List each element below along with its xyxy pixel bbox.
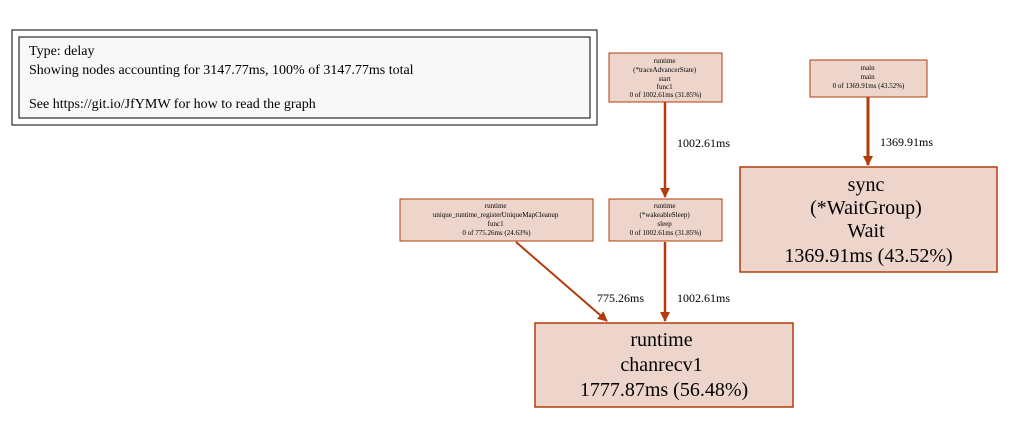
edge-sleep-to-chanrecv[interactable]: 1002.61ms — [660, 242, 730, 322]
edge-label: 1002.61ms — [677, 136, 730, 150]
node-line: runtime — [485, 202, 507, 210]
legend-help-line: See https://git.io/JfYMW for how to read… — [29, 97, 316, 112]
svg-text:sync (*WaitGroup): sync (*WaitGroup) Wait 1369.91ms (43.52%… — [784, 174, 952, 267]
node-line: sleep — [657, 220, 672, 228]
node-line: 0 of 1002.61ms (31.85%) — [630, 229, 702, 237]
node-line: func1 — [657, 83, 673, 91]
svg-text:runtime chanrecv1: runtime chanrecv1 1777.87ms (56.48%) — [580, 329, 748, 401]
edge-main-to-wait[interactable]: 1369.91ms — [863, 97, 933, 166]
node-chanrecv1[interactable]: runtime chanrecv1 1777.87ms (56.48%) — [534, 322, 794, 408]
svg-text:main main 0 of 136: main main 0 of 1369.91ms (43.52%) — [833, 64, 905, 90]
node-line: (*traceAdvancerState) — [633, 66, 697, 74]
node-wakeable-sleep[interactable]: runtime (*wakeableSleep) sleep 0 of 1002… — [608, 198, 723, 242]
node-line: 1369.91ms (43.52%) — [784, 245, 952, 267]
node-main-main[interactable]: main main 0 of 1369.91ms (43.52%) — [809, 59, 928, 98]
node-line: unique_runtime_registerUniqueMapCleanup — [433, 211, 559, 219]
node-unique-map-cleanup[interactable]: runtime unique_runtime_registerUniqueMap… — [399, 198, 594, 242]
edge-label: 1002.61ms — [677, 291, 730, 305]
node-line: func1 — [488, 220, 504, 228]
node-line: runtime — [630, 329, 692, 351]
edge-unique-to-chanrecv[interactable]: 775.26ms — [515, 241, 644, 322]
edge-trace-to-sleep[interactable]: 1002.61ms — [660, 102, 730, 198]
node-trace-advancer-start[interactable]: runtime (*traceAdvancerState) start func… — [608, 52, 723, 103]
legend-type-line: Type: delay — [29, 44, 95, 59]
node-line: runtime — [654, 57, 676, 65]
svg-text:runtime unique_runtime_r: runtime unique_runtime_registerUniqueMap… — [433, 202, 560, 237]
node-line: 0 of 1002.61ms (31.85%) — [630, 91, 702, 99]
legend-box: Type: delay Showing nodes accounting for… — [11, 29, 598, 126]
svg-text:runtime (*wakeableSleep): runtime (*wakeableSleep) sleep 0 of 1002… — [630, 202, 702, 237]
node-line: Wait — [847, 220, 885, 242]
edge-label: 775.26ms — [597, 291, 644, 305]
node-line: 1777.87ms (56.48%) — [580, 379, 748, 401]
node-line: (*WaitGroup) — [810, 197, 922, 219]
edge-label: 1369.91ms — [880, 135, 933, 149]
node-line: chanrecv1 — [620, 354, 702, 376]
node-line: runtime — [654, 202, 676, 210]
node-line: (*wakeableSleep) — [640, 211, 691, 219]
node-waitgroup-wait[interactable]: sync (*WaitGroup) Wait 1369.91ms (43.52%… — [739, 166, 998, 273]
node-line: main — [861, 64, 875, 72]
svg-text:runtime (*traceAdvancerS: runtime (*traceAdvancerState) start func… — [630, 57, 702, 99]
node-line: start — [659, 75, 671, 83]
node-line: sync — [848, 174, 885, 196]
legend-summary-line: Showing nodes accounting for 3147.77ms, … — [29, 63, 414, 78]
node-line: main — [861, 73, 875, 81]
node-line: 0 of 775.26ms (24.63%) — [462, 229, 531, 237]
node-line: 0 of 1369.91ms (43.52%) — [833, 82, 905, 90]
